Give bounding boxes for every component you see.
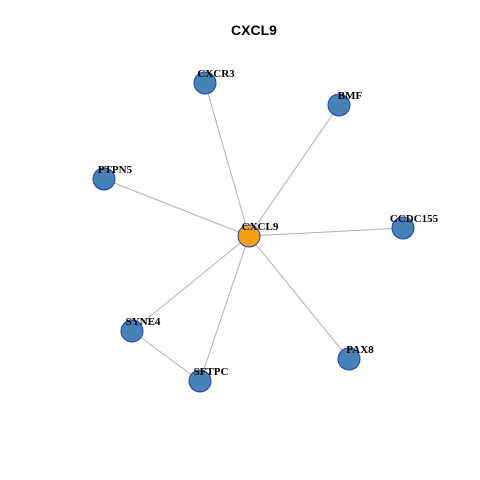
edge-cxcl9-pax8 bbox=[248, 235, 350, 360]
node-ptpn5: PTPN5 bbox=[92, 164, 133, 191]
node-syne4: SYNE4 bbox=[120, 316, 161, 343]
node-cxcl9: CXCL9 bbox=[237, 221, 279, 248]
edges-layer bbox=[103, 82, 404, 382]
edge-cxcl9-ccdc155 bbox=[248, 227, 404, 237]
edge-syne4-sftpc bbox=[131, 330, 201, 382]
node-circle-ptpn5 bbox=[92, 167, 116, 191]
edge-cxcl9-cxcr3 bbox=[204, 82, 250, 237]
node-pax8: PAX8 bbox=[337, 344, 374, 371]
node-label-cxcl9: CXCL9 bbox=[242, 221, 279, 233]
node-circle-cxcl9 bbox=[237, 224, 261, 248]
node-circle-sftpc bbox=[188, 369, 212, 393]
node-label-bmf: BMF bbox=[338, 90, 363, 102]
node-label-syne4: SYNE4 bbox=[126, 316, 161, 328]
edge-cxcl9-ptpn5 bbox=[103, 178, 250, 237]
edge-cxcl9-syne4 bbox=[131, 235, 250, 332]
node-label-ptpn5: PTPN5 bbox=[98, 164, 133, 176]
node-circle-bmf bbox=[327, 93, 351, 117]
edge-cxcl9-sftpc bbox=[199, 235, 250, 382]
node-label-pax8: PAX8 bbox=[346, 344, 374, 356]
node-circle-ccdc155 bbox=[391, 216, 415, 240]
node-circle-pax8 bbox=[337, 347, 361, 371]
node-label-cxcr3: CXCR3 bbox=[197, 68, 235, 80]
node-circle-cxcr3 bbox=[193, 71, 217, 95]
node-ccdc155: CCDC155 bbox=[390, 213, 439, 240]
edge-cxcl9-bmf bbox=[248, 104, 340, 237]
node-label-ccdc155: CCDC155 bbox=[390, 213, 439, 225]
node-circle-syne4 bbox=[120, 319, 144, 343]
node-label-sftpc: SFTPC bbox=[194, 366, 229, 378]
node-bmf: BMF bbox=[327, 90, 363, 117]
graph-title: CXCL9 bbox=[231, 22, 277, 38]
node-cxcr3: CXCR3 bbox=[193, 68, 235, 95]
node-sftpc: SFTPC bbox=[188, 366, 229, 393]
